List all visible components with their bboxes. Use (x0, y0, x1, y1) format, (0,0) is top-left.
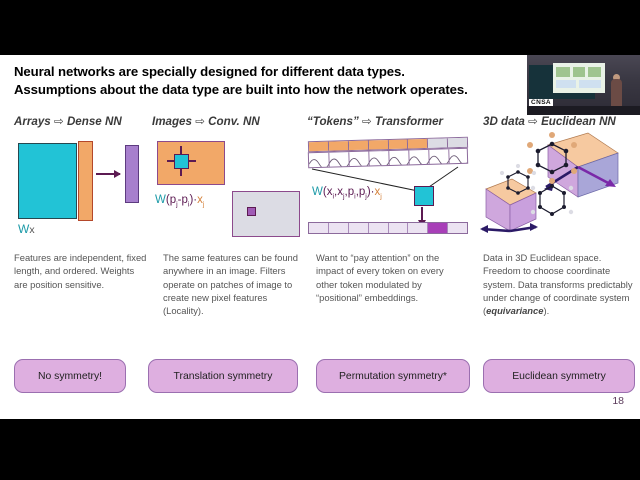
arrow-up-icon (180, 146, 182, 154)
symmetry-pill-arrays[interactable]: No symmetry! (14, 359, 126, 393)
column-header-tokens: “Tokens” ⇨ Transformer (307, 114, 443, 128)
positional-encoding-row (307, 147, 469, 169)
attention-weight-box (414, 186, 434, 206)
arrow-right-icon: ⇨ (362, 115, 372, 128)
header-source-label: “Tokens” (307, 115, 359, 128)
header-target-label: Transformer (374, 115, 444, 128)
presentation-slide: Neural networks are specially designed f… (0, 55, 640, 419)
molecule-middle (499, 163, 537, 195)
description-3d-emphasis: equivariance (486, 305, 544, 317)
header-source-label: 3D data (483, 115, 525, 128)
presenter-head (613, 74, 620, 81)
projected-slide-screen (553, 63, 605, 93)
slide-number: 18 (612, 395, 624, 407)
header-target-label: Euclidean NN (541, 115, 616, 128)
molecule-upper (527, 132, 577, 184)
description-tokens: Want to “pay attention” on the impact of… (316, 252, 444, 304)
conv-formula: W(pj-pi)·xj (155, 194, 205, 209)
presenter-webcam-overlay[interactable]: CNSA (527, 55, 640, 115)
column-header-3d-data: 3D data ⇨ Euclidean NN (483, 114, 616, 128)
header-target-label: Conv. NN (208, 115, 260, 128)
arrow-right-icon (188, 160, 196, 162)
pill-label: Euclidean symmetry (512, 370, 606, 382)
molecules-and-frames-icon (480, 132, 619, 233)
token-output-row (308, 222, 468, 234)
formula-x-symbol: x (29, 224, 35, 236)
header-target-label: Dense NN (66, 115, 122, 128)
pill-label: Permutation symmetry* (339, 370, 447, 382)
attention-leader-lines (311, 166, 459, 192)
pill-label: No symmetry! (37, 370, 103, 382)
symmetry-pill-3d-data[interactable]: Euclidean symmetry (483, 359, 635, 393)
input-vector-shape (78, 141, 93, 221)
euclidean-3d-diagram (480, 131, 638, 243)
molecule-lower (530, 184, 574, 216)
header-source-label: Arrays (14, 115, 51, 128)
transformer-formula: W(xi,xj,pi,pj)·xj (312, 186, 382, 201)
arrow-right-icon: ⇨ (528, 115, 538, 128)
slide-title: Neural networks are specially designed f… (14, 63, 534, 99)
arrow-down-icon (418, 207, 426, 227)
presenter-body (611, 79, 622, 109)
dense-formula-label: Wx (18, 222, 35, 236)
slide-title-line-1: Neural networks are specially designed f… (14, 64, 405, 79)
description-3d-data: Data in 3D Euclidean space. Freedom to c… (483, 251, 633, 318)
symmetry-pill-tokens[interactable]: Permutation symmetry* (316, 359, 470, 393)
description-3d-part1: Data in 3D Euclidean space. Freedom to c… (483, 252, 633, 317)
slide-title-line-2: Assumptions about the data type are buil… (14, 82, 468, 98)
weight-matrix-shape (18, 143, 77, 219)
description-3d-part2: ). (543, 305, 550, 317)
coordinate-frame-lower (480, 178, 538, 233)
header-source-label: Images (152, 115, 192, 128)
conv-filter-patch (174, 154, 189, 169)
coordinate-frame-upper (544, 132, 619, 198)
description-images: The same features can be found anywhere … (163, 252, 298, 317)
pill-label: Translation symmetry (173, 370, 273, 382)
arrow-left-icon (167, 160, 175, 162)
conv-output-image (232, 191, 300, 237)
description-arrays: Features are independent, fixed length, … (14, 252, 147, 290)
column-header-images: Images ⇨ Conv. NN (152, 114, 260, 128)
formula-w-symbol: W (18, 222, 30, 236)
arrow-right-icon: ⇨ (195, 115, 205, 128)
front-desk (527, 106, 640, 115)
output-vector-shape (125, 145, 139, 203)
column-header-arrays: Arrays ⇨ Dense NN (14, 114, 122, 128)
conv-output-pixel (247, 207, 256, 216)
conv-input-image (157, 141, 225, 185)
arrow-right-icon (96, 170, 121, 178)
arrow-right-icon: ⇨ (53, 115, 64, 128)
watermark-label: CNSA (529, 99, 554, 106)
symmetry-pill-images[interactable]: Translation symmetry (148, 359, 298, 393)
arrow-down-icon (180, 168, 182, 176)
